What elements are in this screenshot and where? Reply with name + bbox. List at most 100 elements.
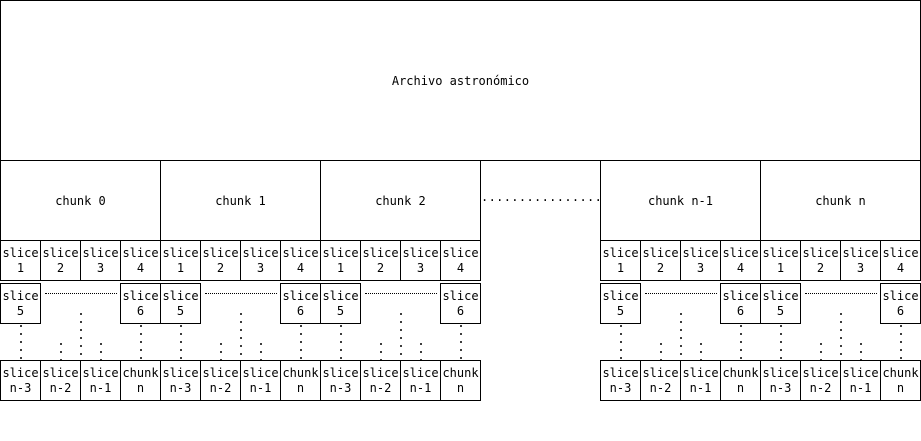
column-dots [898, 322, 904, 362]
slice-cell-line-0: slice [762, 288, 799, 303]
slice-cell-line-1: 6 [296, 303, 305, 318]
slice-cell-line-0: slice [802, 245, 839, 260]
slice-cell-line-0: slice [602, 288, 639, 303]
slice-cell-line-1: 2 [56, 260, 65, 275]
slice-cell-line-0: slice [2, 245, 39, 260]
slice-cell-line-0: slice [762, 245, 799, 260]
slice-cell-line-0: slice [642, 245, 679, 260]
column-dots [618, 322, 624, 362]
slice-cell-line-1: n-3 [609, 380, 632, 395]
slice-cell-line-0: slice [122, 288, 159, 303]
slice-cell-line-0: slice [242, 365, 279, 380]
slice-cell-line-0: slice [402, 245, 439, 260]
chunk-end-cell-line-0: chunk [722, 365, 759, 380]
chunk-box: chunk n-1 [600, 160, 761, 241]
slice-cell-line-0: slice [642, 365, 679, 380]
slice-cell-line-1: 3 [856, 260, 865, 275]
slice-cell-line-1: n-1 [409, 380, 432, 395]
slice-cell-line-1: 4 [896, 260, 905, 275]
slice-cell-line-0: slice [682, 245, 719, 260]
slice-cell-line-0: slice [362, 245, 399, 260]
slice-cell-line-1: 6 [896, 303, 905, 318]
chunk-end-cell-line-0: chunk [122, 365, 159, 380]
slice-cell-line-1: 1 [776, 260, 785, 275]
slice-cell-line-1: 4 [456, 260, 465, 275]
slice-cell-line-1: n-3 [169, 380, 192, 395]
slice-cell-line-1: 6 [456, 303, 465, 318]
column-dots [738, 322, 744, 362]
slice-cell-line-1: n-2 [649, 380, 672, 395]
slice-cell-line-1: n-3 [9, 380, 32, 395]
slice-cell-line-0: slice [2, 365, 39, 380]
slice-cell-line-0: slice [322, 288, 359, 303]
row-dots [645, 293, 717, 294]
slice-cell-line-1: 2 [216, 260, 225, 275]
slice-cell-line-1: 4 [296, 260, 305, 275]
slice-cell-line-1: 2 [376, 260, 385, 275]
slice-cell-line-1: n-2 [369, 380, 392, 395]
slice-cell-line-0: slice [402, 365, 439, 380]
slice-cell-line-0: slice [722, 245, 759, 260]
slice-cell-line-1: 5 [176, 303, 185, 318]
slice-cell-line-0: slice [162, 365, 199, 380]
slice-cell-line-1: n-2 [809, 380, 832, 395]
column-dots [398, 310, 404, 366]
slice-cell-line-0: slice [722, 288, 759, 303]
chunks-gap-dots: ................ [481, 190, 601, 204]
slice-cell-line-0: slice [802, 365, 839, 380]
slice-cell-line-1: n-1 [249, 380, 272, 395]
slice-cell-line-1: 1 [616, 260, 625, 275]
chunk-end-cell-line-1: n [896, 380, 905, 395]
chunk-end-cell-line-1: n [296, 380, 305, 395]
slice-cell-line-1: 6 [736, 303, 745, 318]
slice-cell-line-0: slice [362, 365, 399, 380]
chunk-end-cell-line-0: chunk [882, 365, 919, 380]
chunk-label: chunk n-1 [647, 193, 714, 208]
row-dots [45, 293, 117, 294]
slice-cell-line-0: slice [442, 288, 479, 303]
slice-cell-line-1: 3 [96, 260, 105, 275]
slice-cell-line-1: n-1 [89, 380, 112, 395]
chunk-box: chunk 0 [0, 160, 161, 241]
slice-cell-line-0: slice [842, 365, 879, 380]
slice-cell-line-0: slice [2, 288, 39, 303]
chunk-end-cell-line-1: n [456, 380, 465, 395]
slice-cell-line-1: 2 [816, 260, 825, 275]
row-dots [205, 293, 277, 294]
slice-cell-line-1: 1 [176, 260, 185, 275]
chunk-label: chunk 1 [215, 193, 266, 208]
slice-cell-line-0: slice [602, 245, 639, 260]
slice-cell-line-0: slice [82, 245, 119, 260]
column-dots [238, 310, 244, 366]
slice-cell-line-0: slice [162, 288, 199, 303]
slice-cell-line-1: 4 [736, 260, 745, 275]
slice-cell-line-0: slice [322, 365, 359, 380]
slice-cell-line-0: slice [282, 288, 319, 303]
slice-cell-line-1: n-2 [49, 380, 72, 395]
column-dots [78, 310, 84, 366]
slice-cell-line-0: slice [882, 245, 919, 260]
slice-cell-line-0: slice [602, 365, 639, 380]
